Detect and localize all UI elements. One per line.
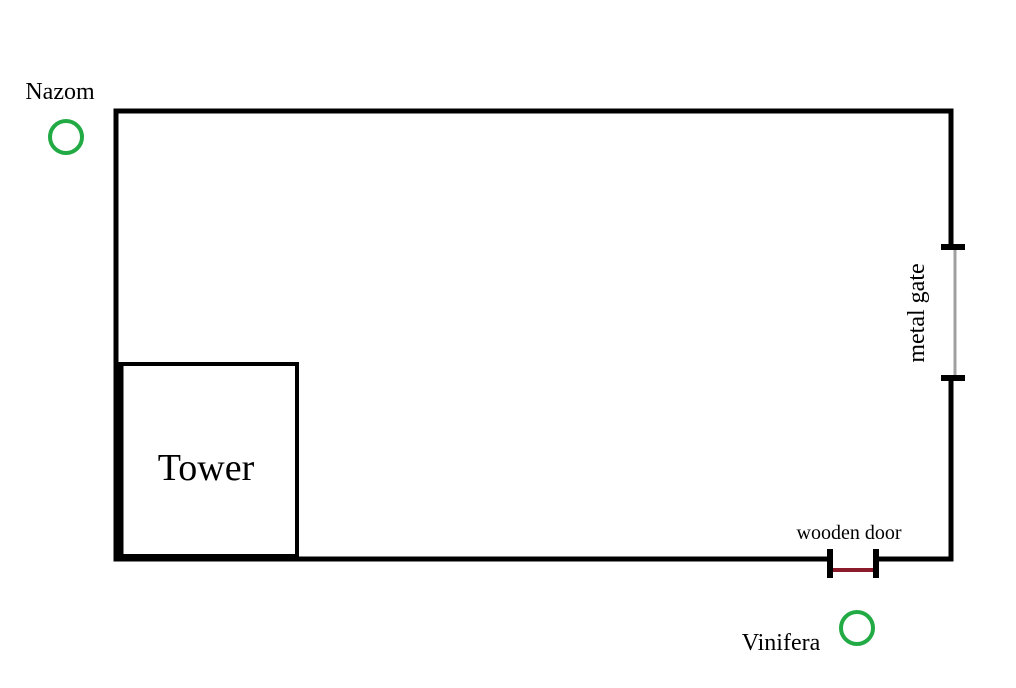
nazom-marker: Nazom [25,79,95,155]
vinifera-label: Vinifera [742,630,821,656]
metal-gate: metal gate [904,244,965,381]
nazom-circle-icon [48,119,84,155]
wooden-door-label: wooden door [797,522,902,544]
wooden-door-opening [831,554,875,564]
outer-wall [113,108,954,562]
vinifera-circle-icon [839,610,875,646]
metal-gate-label: metal gate [904,263,930,362]
metal-gate-opening [946,248,956,378]
nazom-label: Nazom [25,79,95,105]
wooden-door: wooden door [797,522,902,578]
vinifera-marker: Vinifera [742,610,875,656]
tower: Tower [116,362,299,558]
tower-label: Tower [158,447,255,489]
